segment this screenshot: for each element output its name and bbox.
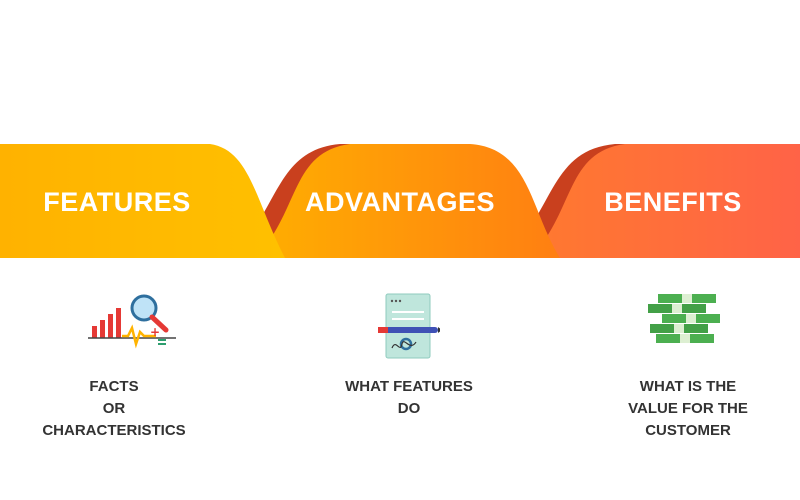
caption-line: WHAT IS THE (639, 378, 737, 395)
ribbon-segment-features (0, 144, 285, 258)
caption-line: OR (102, 400, 126, 417)
advantages-label: ADVANTAGES (304, 187, 495, 217)
money-stack-icon (648, 294, 720, 343)
benefits-label: BENEFITS (604, 187, 742, 217)
ribbon-segment-advantages (245, 144, 560, 258)
benefits-caption: WHAT IS THE VALUE FOR THE CUSTOMER (558, 376, 800, 442)
ribbon-segment-benefits (520, 144, 800, 258)
caption-line: FACTS (89, 378, 139, 395)
caption-line: DO (397, 400, 421, 417)
features-label: FEATURES (43, 187, 191, 217)
caption-line: CUSTOMER (645, 422, 731, 439)
advantages-caption: WHAT FEATURES DO (279, 376, 539, 420)
caption-line: VALUE FOR THE (628, 400, 748, 417)
svg-text:+: + (150, 325, 160, 339)
document-pen-icon (378, 293, 440, 359)
chart-magnifier-icon: + (88, 294, 176, 349)
caption-line: CHARACTERISTICS (42, 422, 186, 439)
features-caption: FACTS OR CHARACTERISTICS (0, 376, 244, 442)
caption-line: WHAT FEATURES (345, 378, 473, 395)
